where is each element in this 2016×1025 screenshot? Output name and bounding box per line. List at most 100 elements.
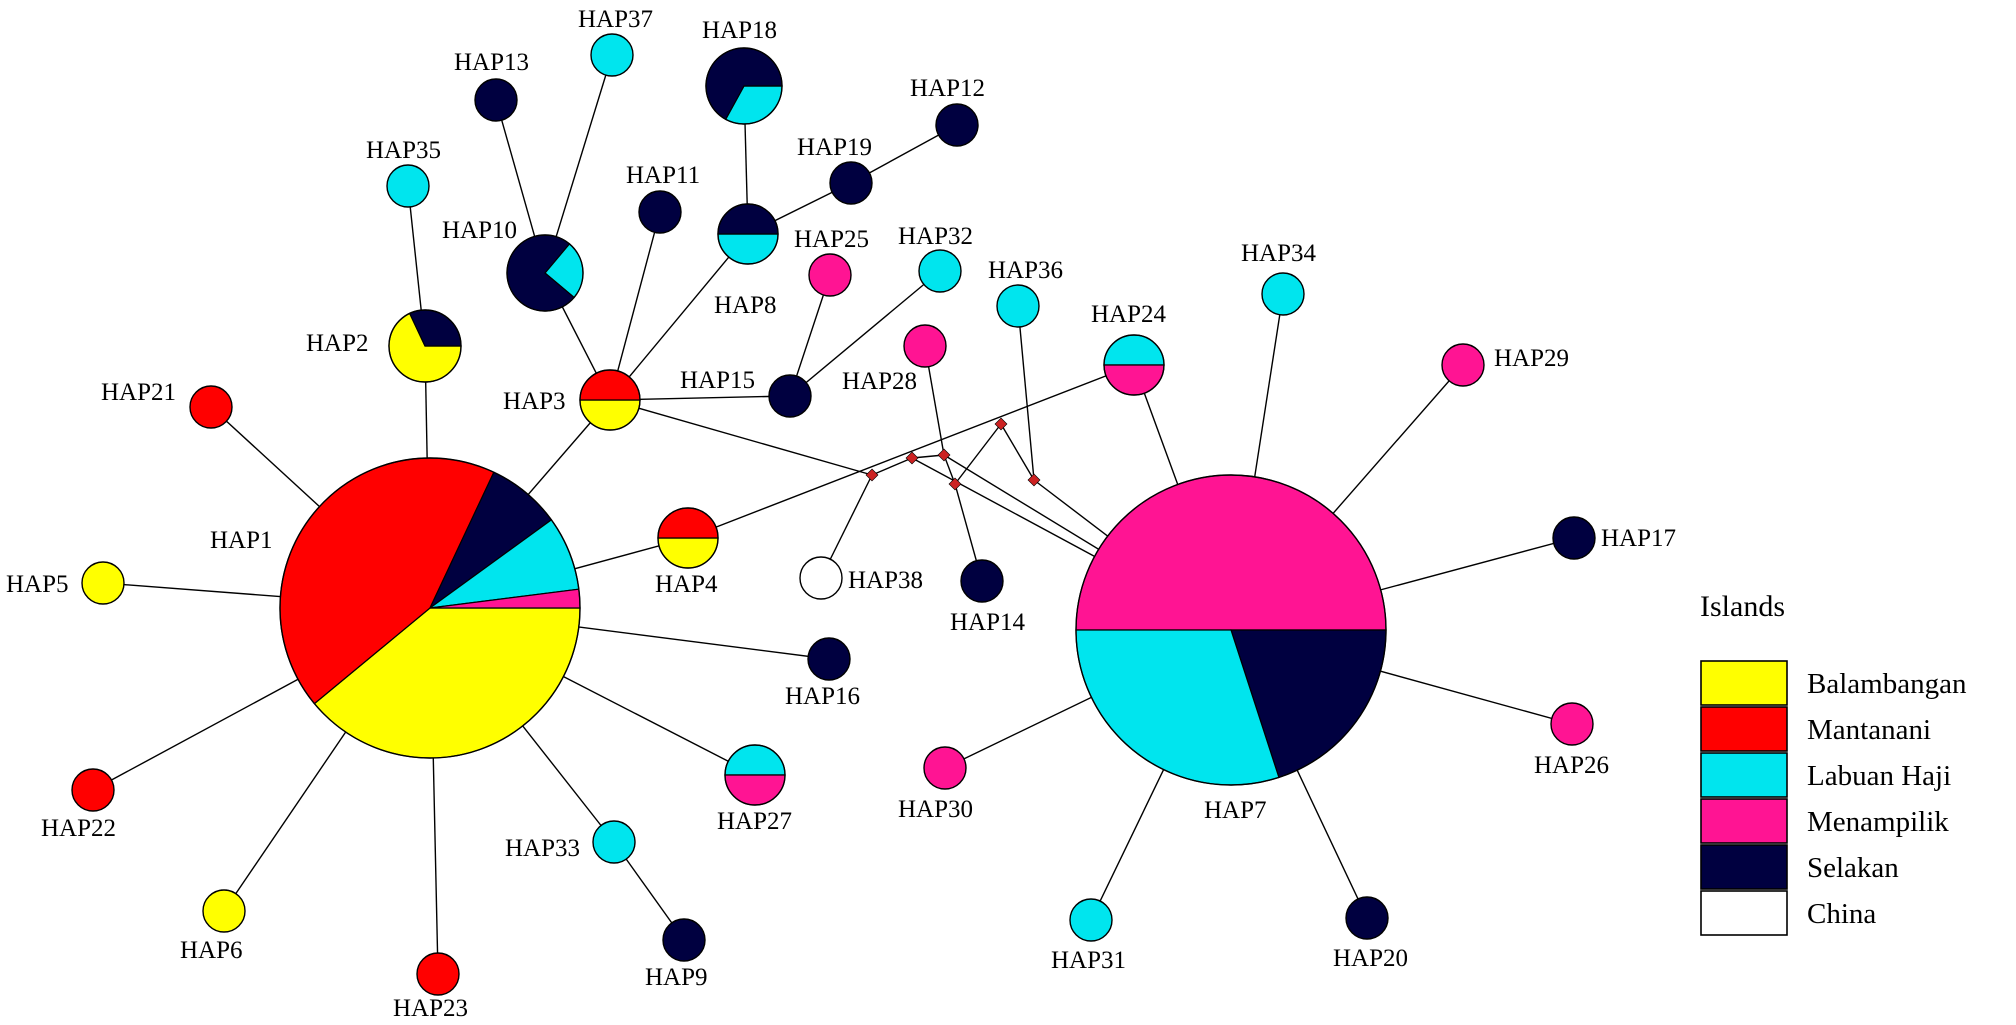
node-hap16 xyxy=(807,637,851,681)
label-hap8: HAP8 xyxy=(714,292,777,319)
node-hap29 xyxy=(1441,343,1485,387)
legend-swatch xyxy=(1700,706,1788,752)
node-hap33 xyxy=(592,820,636,864)
node-slice-labuan-haji xyxy=(996,284,1040,328)
node-slice-balambangan xyxy=(81,561,125,605)
label-hap31: HAP31 xyxy=(1051,947,1126,974)
node-slice-selakan xyxy=(474,78,518,122)
network-edge-hap3-hap8 xyxy=(609,233,749,401)
node-slice-labuan-haji xyxy=(918,249,962,293)
median-vectors xyxy=(865,417,1041,491)
label-hap4: HAP4 xyxy=(655,571,718,598)
node-hap36 xyxy=(996,284,1040,328)
legend-label: Menampilik xyxy=(1807,806,1949,838)
legend-label: Selakan xyxy=(1807,852,1899,884)
node-slice-menampilik xyxy=(1075,474,1387,631)
network-edge-mv4-mv5 xyxy=(954,423,1002,485)
label-hap20: HAP20 xyxy=(1333,945,1408,972)
label-hap12: HAP12 xyxy=(910,75,985,102)
label-hap36: HAP36 xyxy=(988,257,1063,284)
network-edge-mv6-hap36 xyxy=(1017,305,1035,481)
network-edge-mv3-mv4 xyxy=(943,454,956,485)
node-slice-mantanani xyxy=(416,952,460,996)
label-hap13: HAP13 xyxy=(454,49,529,76)
node-outline xyxy=(1103,334,1165,396)
node-slice-balambangan xyxy=(579,399,641,431)
node-slice-selakan xyxy=(1345,896,1389,940)
node-hap4 xyxy=(657,507,719,569)
label-hap21: HAP21 xyxy=(101,379,176,406)
label-hap6: HAP6 xyxy=(180,937,243,964)
node-hap9 xyxy=(662,918,706,962)
label-hap26: HAP26 xyxy=(1534,752,1609,779)
haplotype-nodes xyxy=(71,33,1596,996)
legend-swatch xyxy=(1700,660,1788,706)
label-hap30: HAP30 xyxy=(898,796,973,823)
node-hap24 xyxy=(1103,334,1165,396)
node-outline xyxy=(506,234,584,312)
haplotype-labels: HAP1HAP2HAP3HAP4HAP5HAP6HAP7HAP8HAP9HAP1… xyxy=(6,6,1676,1022)
node-hap22 xyxy=(71,768,115,812)
label-hap15: HAP15 xyxy=(680,367,755,394)
label-hap16: HAP16 xyxy=(785,683,860,710)
label-hap32: HAP32 xyxy=(898,223,973,250)
node-hap26 xyxy=(1550,702,1594,746)
node-hap21 xyxy=(189,385,233,429)
node-hap11 xyxy=(638,190,682,234)
node-slice-selakan xyxy=(768,374,812,418)
node-hap19 xyxy=(829,161,873,205)
node-hap37 xyxy=(590,33,634,77)
label-hap1: HAP1 xyxy=(210,527,273,554)
node-slice-selakan xyxy=(662,918,706,962)
node-slice-labuan-haji xyxy=(592,820,636,864)
node-slice-labuan-haji xyxy=(590,33,634,77)
legend-swatch xyxy=(1700,798,1788,844)
node-hap30 xyxy=(923,746,967,790)
node-slice-labuan-haji xyxy=(1103,334,1165,366)
label-hap27: HAP27 xyxy=(717,808,792,835)
label-hap5: HAP5 xyxy=(6,571,69,598)
legend-item-mantanani: Mantanani xyxy=(1700,706,1931,752)
node-slice-selakan xyxy=(717,203,779,235)
node-outline xyxy=(717,203,779,265)
median-vector-mv6 xyxy=(1027,473,1041,487)
network-edge-hap3-mv1 xyxy=(609,399,873,476)
node-hap14 xyxy=(960,559,1004,603)
label-hap14: HAP14 xyxy=(950,609,1026,636)
label-hap19: HAP19 xyxy=(797,134,872,161)
legend-item-selakan: Selakan xyxy=(1700,844,1899,890)
node-slice-labuan-haji xyxy=(386,164,430,208)
label-hap11: HAP11 xyxy=(626,162,700,189)
median-vector-mv1 xyxy=(865,468,879,482)
node-slice-selakan xyxy=(807,637,851,681)
node-outline xyxy=(705,47,783,125)
label-hap38: HAP38 xyxy=(848,567,923,594)
node-slice-labuan-haji xyxy=(724,744,786,776)
node-hap1 xyxy=(279,457,581,759)
label-hap23: HAP23 xyxy=(393,995,468,1022)
node-slice-mantanani xyxy=(189,385,233,429)
node-outline xyxy=(388,309,462,383)
node-slice-selakan xyxy=(1552,516,1596,560)
node-slice-menampilik xyxy=(724,774,786,806)
node-hap25 xyxy=(808,253,852,297)
node-hap7 xyxy=(1075,474,1387,786)
label-hap35: HAP35 xyxy=(366,137,441,164)
median-vector-mv2 xyxy=(905,451,919,465)
node-slice-selakan xyxy=(829,161,873,205)
network-edge-hap3-hap11 xyxy=(609,211,661,401)
label-hap3: HAP3 xyxy=(503,388,566,415)
label-hap7: HAP7 xyxy=(1204,797,1267,824)
label-hap24: HAP24 xyxy=(1091,301,1167,328)
node-slice-china xyxy=(799,556,843,600)
node-slice-selakan xyxy=(960,559,1004,603)
legend-label: Balambangan xyxy=(1807,668,1967,700)
node-hap3 xyxy=(579,369,641,431)
node-slice-mantanani xyxy=(657,507,719,539)
node-outline xyxy=(279,457,581,759)
node-hap5 xyxy=(81,561,125,605)
label-hap9: HAP9 xyxy=(645,964,708,991)
